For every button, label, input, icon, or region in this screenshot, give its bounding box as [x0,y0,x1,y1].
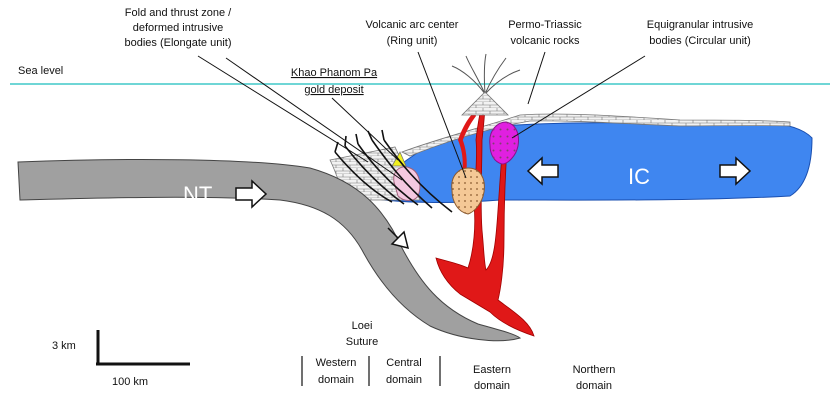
western-domain-label-2: domain [318,374,354,386]
central-domain-label-1: Central [386,357,421,369]
fold-thrust-label-1: Fold and thrust zone / [125,7,232,19]
khao-phanom-label-2: gold deposit [304,84,363,96]
sea-level-label: Sea level [18,65,63,77]
volcanic-plume [452,54,520,94]
permo-triassic-label-1: Permo-Triassic [508,19,582,31]
loei-suture-label-2: Suture [346,336,378,348]
loei-suture-label-1: Loei [352,320,373,332]
scale-vertical-label: 3 km [52,340,76,352]
equigranular-label-1: Equigranular intrusive [647,19,753,31]
ic-plate [370,122,812,203]
scale-bar [96,330,190,364]
equigranular-label-2: bodies (Circular unit) [649,35,750,47]
fold-thrust-label-2: deformed intrusive [133,22,224,34]
eastern-domain-label-2: domain [474,380,510,392]
western-domain-label-1: Western [316,357,357,369]
scale-horizontal-label: 100 km [112,376,148,388]
volcanic-cone [462,92,508,115]
fold-thrust-label-3: bodies (Elongate unit) [124,37,231,49]
nt-label: NT [183,182,212,207]
volcanic-arc-label-2: (Ring unit) [387,35,438,47]
volcanic-arc-label-1: Volcanic arc center [366,19,459,31]
eastern-domain-label-1: Eastern [473,364,511,376]
central-domain-label-2: domain [386,374,422,386]
khao-phanom-label-1: Khao Phanom Pa [291,67,378,79]
northern-domain-label-2: domain [576,380,612,392]
northern-domain-label-1: Northern [573,364,616,376]
ic-label: IC [628,164,650,189]
permo-triassic-label-2: volcanic rocks [510,35,580,47]
